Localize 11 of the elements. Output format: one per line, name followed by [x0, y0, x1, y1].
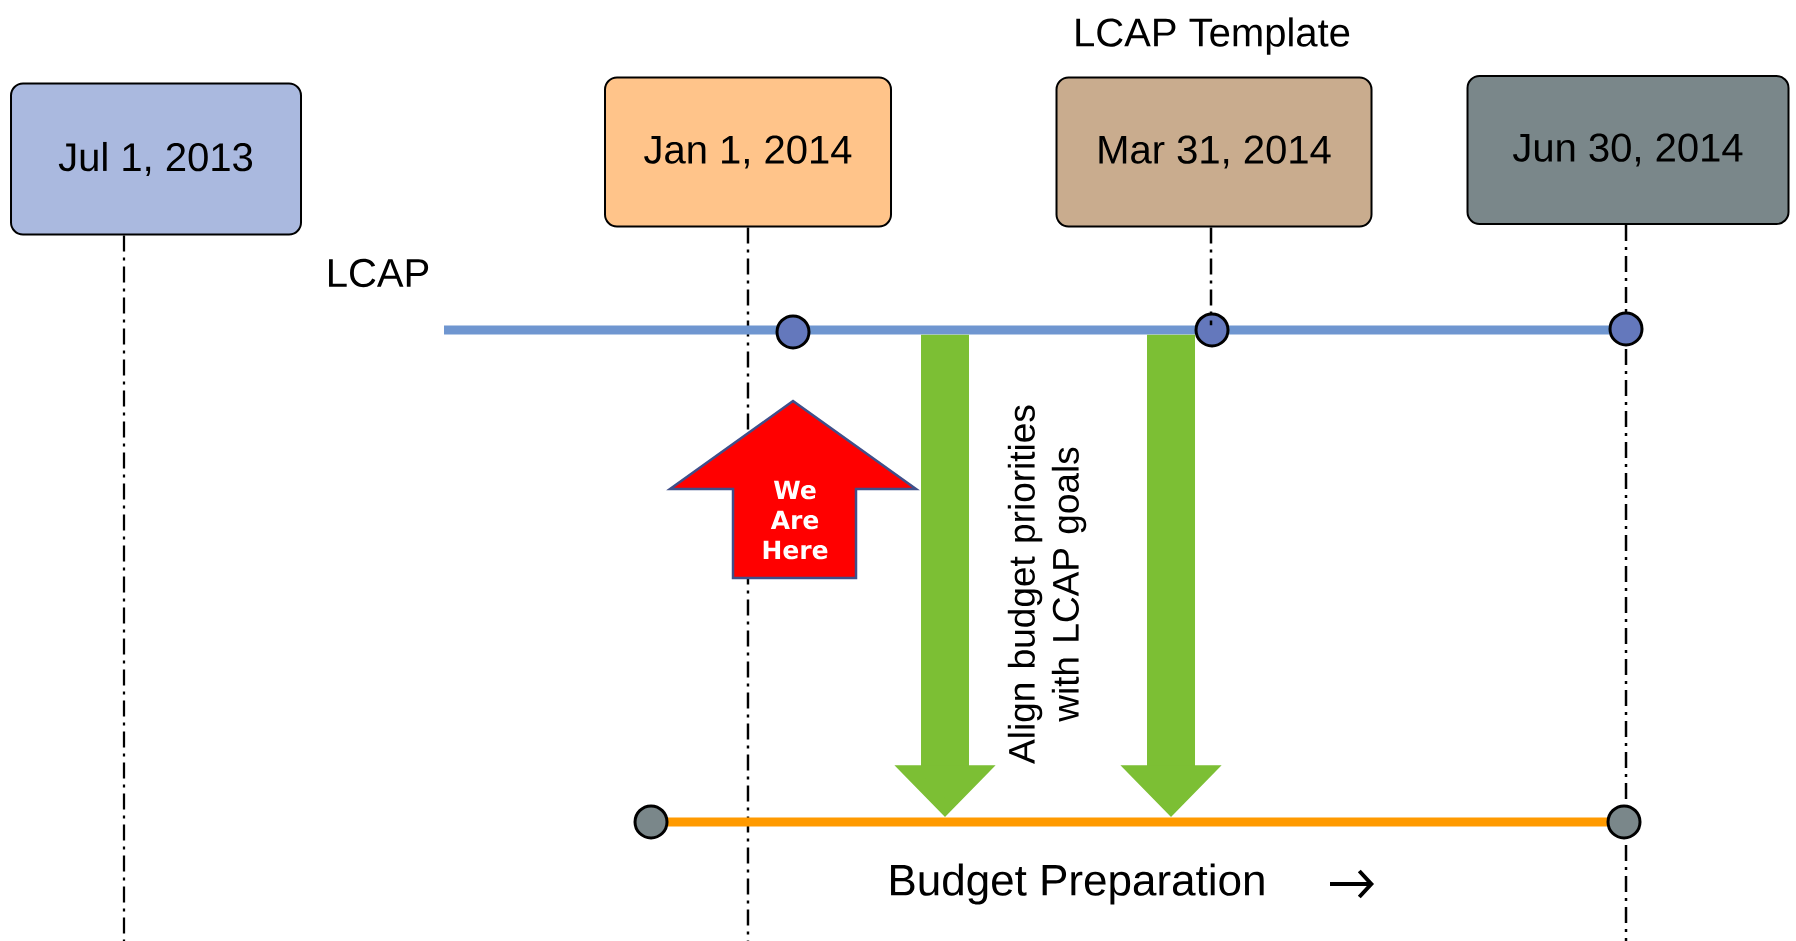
date-box: Jul 1, 2013	[10, 82, 302, 236]
dash-dot-line	[1209, 227, 1213, 326]
heading-label: LCAP Template	[1076, 17, 1350, 55]
timeline-bar	[633, 804, 1642, 840]
date-box: Jun 30, 2014	[1466, 75, 1790, 225]
date-box: Jan 1, 2014	[604, 76, 892, 228]
timeline-bar	[444, 311, 1644, 350]
timeline-label: Budget Preparation	[891, 863, 1264, 905]
timeline-label: LCAP	[329, 258, 429, 288]
rotated-note: Align budget priorities with LCAP goals	[1007, 405, 1087, 764]
date-box: Mar 31, 2014	[1055, 76, 1373, 228]
